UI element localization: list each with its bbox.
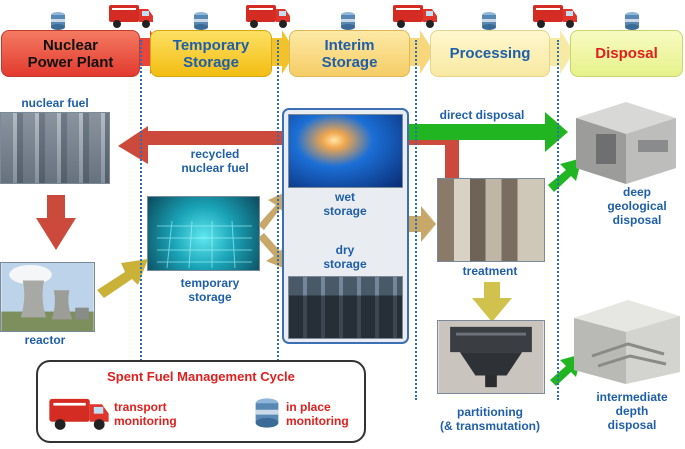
treatment-image [437,178,545,262]
truck-icon [49,398,109,430]
dry-storage-image [288,276,403,339]
label-temporary-storage: temporary storage [180,276,240,304]
label-direct-disposal: direct disposal [439,108,525,122]
truck-icon [533,5,577,28]
legend-in-place-label: in place monitoring [286,400,349,428]
truck-icon [246,5,290,28]
treatment-to-deep-arrow [548,158,582,192]
label-deep-geological-disposal: deep geological disposal [607,185,667,227]
stage-temporary-storage: Temporary Storage [150,30,272,77]
label-wet-storage: wet storage [323,190,367,218]
legend-box: Spent Fuel Management Cycle transport mo… [36,360,366,443]
wet-storage-image [288,114,403,188]
temporary-storage-grid [157,220,252,269]
stage-processing: Processing [430,30,550,77]
sensor-icon [194,12,208,30]
label-reactor: reactor [24,333,66,347]
direct-disposal-arrow [408,124,548,140]
fuel-to-reactor-arrowhead [36,218,76,250]
legend-title: Spent Fuel Management Cycle [107,369,295,384]
recycled-fuel-arrowhead [118,126,148,164]
truck-icon [109,5,153,28]
fuel-to-reactor-arrow [47,195,65,220]
label-dry-storage: dry storage [323,243,367,271]
storage-to-treatment-arrowhead [421,206,436,242]
nuclear-fuel-image [0,112,110,184]
truck-icon [393,5,437,28]
divider-line-1 [140,40,142,400]
sensor-icon [255,398,279,428]
divider-line-4 [557,40,559,400]
deep-disposal-image [576,102,676,184]
label-treatment: treatment [462,264,518,278]
temp-to-dry-arrow [258,233,288,270]
label-nuclear-fuel: nuclear fuel [21,96,89,110]
sensor-icon [51,12,65,30]
divider-line-3 [415,40,417,400]
reactor-image [0,262,95,332]
label-intermediate-depth-disposal: intermediate depth disposal [596,390,668,432]
treatment-to-partition-arrow [484,282,500,300]
temporary-storage-image [147,196,260,271]
sensor-icon [341,12,355,30]
stage-nuclear-power-plant: Nuclear Power Plant [1,30,140,77]
stage-disposal: Disposal [570,30,683,77]
divider-line-2 [277,40,279,400]
legend-transport-label: transport monitoring [114,400,177,428]
label-recycled-fuel: recycled nuclear fuel [181,147,249,175]
stage-interim-storage: Interim Storage [289,30,410,77]
label-partitioning: partitioning (& transmutation) [440,405,540,433]
reactor-to-temp-arrow [97,259,148,298]
sensor-icon [482,12,496,30]
partitioning-image [437,320,545,394]
sensor-icon [625,12,639,30]
treatment-to-partition-arrowhead [472,298,512,322]
stage-arrow-4 [550,30,574,74]
intermediate-disposal-image [574,300,680,384]
direct-disposal-arrowhead [545,112,568,152]
